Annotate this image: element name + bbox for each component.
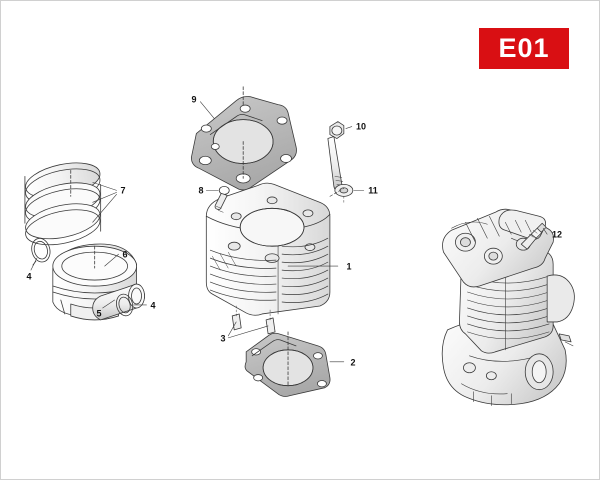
section-badge-label: E01 <box>498 33 550 63</box>
callout-label-8: 8 <box>198 185 204 196</box>
cylinder-head-bolt <box>327 121 345 191</box>
piston-pin-circlip-left <box>31 237 51 266</box>
leader-lines-center <box>200 101 365 363</box>
piston-pin-circlip-right <box>116 293 134 317</box>
leader-lines-right <box>542 227 548 235</box>
piston-assembly-group <box>24 162 147 321</box>
callout-label-5: 5 <box>96 308 102 319</box>
callout-label-11: 11 <box>368 185 378 196</box>
callout-label-6: 6 <box>122 249 128 260</box>
callout-label-4b: 4 <box>150 300 156 311</box>
piston-pin <box>92 283 145 321</box>
complete-engine-group <box>441 208 575 406</box>
cylinder-bolt <box>214 185 230 213</box>
cylinder-base-gasket <box>244 331 331 397</box>
piston-ring-set <box>24 162 102 246</box>
dowel-pin-set <box>231 305 276 335</box>
callout-label-1: 1 <box>346 261 352 272</box>
section-badge: E01 <box>479 28 569 69</box>
cylinder-exploded-group <box>190 86 365 397</box>
cylinder-head-gasket <box>190 86 297 191</box>
leader-lines-left <box>30 182 147 309</box>
washer <box>334 183 354 205</box>
callout-label-12: 12 <box>551 229 563 240</box>
callout-label-4: 4 <box>26 271 32 282</box>
callout-label-7: 7 <box>120 185 126 196</box>
cylinder-block <box>205 182 331 316</box>
callout-label-2: 2 <box>350 357 356 368</box>
callout-label-10: 10 <box>355 121 367 132</box>
callout-label-9: 9 <box>191 94 197 105</box>
spark-plug <box>520 222 547 250</box>
callout-label-3: 3 <box>220 333 226 344</box>
